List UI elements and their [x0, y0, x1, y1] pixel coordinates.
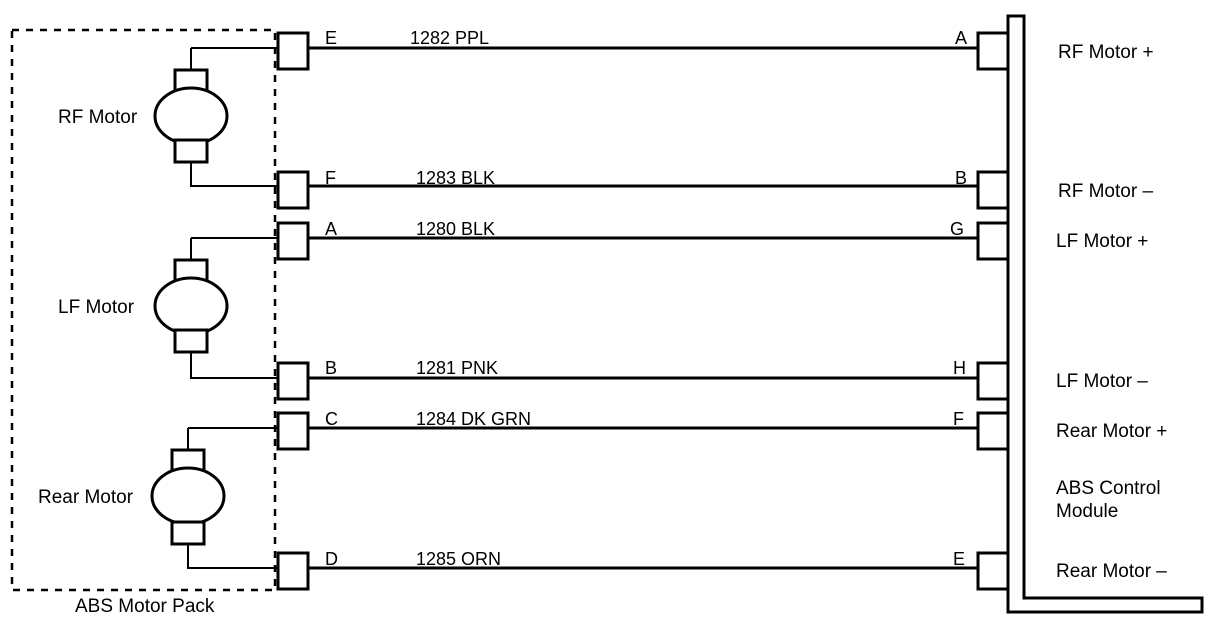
module-pin: B — [955, 168, 967, 188]
motor-pack-label: ABS Motor Pack — [75, 596, 215, 617]
circuit-row: D 1285 ORN E Rear Motor – — [276, 549, 1167, 591]
pack-pin: A — [325, 219, 337, 239]
module-label-line2: Module — [1056, 501, 1118, 522]
pack-pin: C — [325, 409, 338, 429]
motor-label: LF Motor — [58, 297, 135, 318]
pack-pin: D — [325, 549, 338, 569]
wire-label: 1281 PNK — [416, 358, 498, 378]
motor-lf: LF Motor — [58, 237, 278, 379]
pack-pin: F — [325, 168, 336, 188]
motor-label: Rear Motor — [38, 487, 134, 508]
wire-label: 1284 DK GRN — [416, 409, 531, 429]
circuit-function: Rear Motor – — [1056, 561, 1167, 582]
wire-label: 1285 ORN — [416, 549, 501, 569]
motor-rear: Rear Motor — [38, 427, 278, 569]
wire-label: 1283 BLK — [416, 168, 495, 188]
circuit-row: F 1283 BLK B RF Motor – — [276, 168, 1153, 210]
pack-pin: E — [325, 28, 337, 48]
circuit-row: A 1280 BLK G LF Motor + — [276, 219, 1148, 261]
module-label-line1: ABS Control — [1056, 478, 1161, 499]
circuit-row: B 1281 PNK H LF Motor – — [276, 358, 1148, 401]
module-pin: E — [953, 549, 965, 569]
circuit-row: C 1284 DK GRN F Rear Motor + — [276, 409, 1167, 451]
circuit-function: LF Motor + — [1056, 231, 1148, 252]
wire-label: 1280 BLK — [416, 219, 495, 239]
module-pin: G — [950, 219, 964, 239]
circuit-row: E 1282 PPL A RF Motor + — [276, 28, 1154, 71]
circuit-function: Rear Motor + — [1056, 421, 1167, 442]
pack-pin: B — [325, 358, 337, 378]
motor-rf: RF Motor — [58, 47, 278, 187]
circuit-function: LF Motor – — [1056, 371, 1148, 392]
wire-label: 1282 PPL — [410, 28, 489, 48]
module-pin: H — [953, 358, 966, 378]
circuit-function: RF Motor – — [1058, 181, 1153, 202]
module-pin: A — [955, 28, 967, 48]
circuit-function: RF Motor + — [1058, 42, 1154, 63]
motor-pack-enclosure — [10, 28, 277, 592]
motor-label: RF Motor — [58, 107, 138, 128]
module-housing — [1006, 14, 1204, 614]
module-pin: F — [953, 409, 964, 429]
